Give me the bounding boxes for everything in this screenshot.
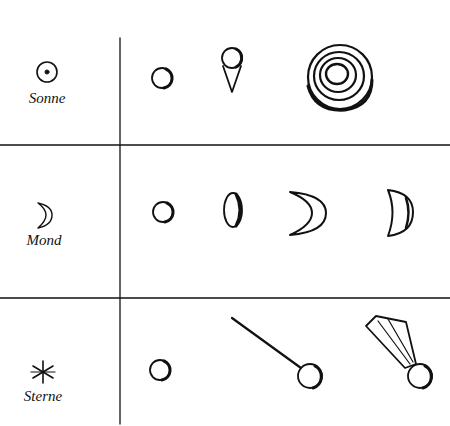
- row-label: Mond: [27, 232, 62, 249]
- row-label: Sterne: [24, 388, 62, 405]
- row-label: Sonne: [29, 90, 66, 107]
